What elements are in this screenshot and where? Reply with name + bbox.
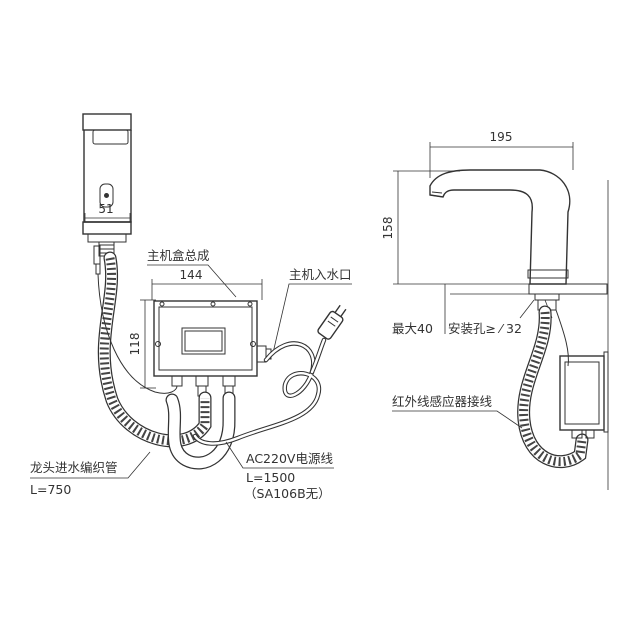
label-max-thickness: 最大40 — [392, 321, 433, 336]
label-hose-title: 龙头进水编织管 — [30, 460, 118, 475]
dimension-reach: 195 — [429, 130, 574, 178]
label-mount: 最大40 安装孔≥ ⁄ 32 — [392, 299, 553, 336]
power-plug — [317, 304, 347, 340]
label-control-box: 主机盒总成 — [147, 248, 237, 298]
power-cable — [192, 304, 347, 446]
control-box — [153, 300, 272, 397]
label-water-inlet: 主机入水口 — [272, 267, 352, 354]
label-water-inlet-text: 主机入水口 — [289, 267, 352, 282]
label-sensor-wire: 红外线感应器接线 — [392, 394, 523, 429]
label-hose-length: L=750 — [30, 482, 71, 497]
dimension-spout-width: 51 — [84, 202, 131, 222]
faucet-side-view — [429, 169, 571, 285]
countertop — [444, 283, 608, 334]
label-power-cable-title: AC220V电源线 — [246, 451, 333, 466]
sensor-cable-left — [97, 273, 178, 394]
dimension-height: 158 — [381, 170, 535, 285]
sensor-module — [559, 351, 609, 439]
dimension-box-width-text: 144 — [180, 268, 203, 282]
label-power-cable-note: （SA106B无） — [244, 486, 331, 501]
label-power-cable-length: L=1500 — [246, 470, 295, 485]
dimension-box-width: 144 — [151, 268, 263, 300]
faucet-front-view — [82, 113, 132, 275]
dimension-height-text: 158 — [381, 217, 395, 240]
dimension-spout-width-text: 51 — [98, 202, 113, 216]
label-hose: 龙头进水编织管 L=750 — [30, 451, 151, 497]
dimension-box-height: 118 — [128, 299, 156, 389]
label-mount-hole: 安装孔≥ ⁄ 32 — [448, 321, 522, 336]
label-power-cable: AC220V电源线 L=1500 （SA106B无） — [225, 441, 334, 501]
dimension-reach-text: 195 — [490, 130, 513, 144]
label-sensor-wire-text: 红外线感应器接线 — [392, 394, 493, 409]
braided-hose-right — [165, 391, 236, 470]
braided-hose-left — [97, 251, 212, 448]
label-control-box-text: 主机盒总成 — [147, 248, 210, 263]
braided-hose-side — [517, 305, 589, 469]
dimension-box-height-text: 118 — [128, 333, 142, 356]
